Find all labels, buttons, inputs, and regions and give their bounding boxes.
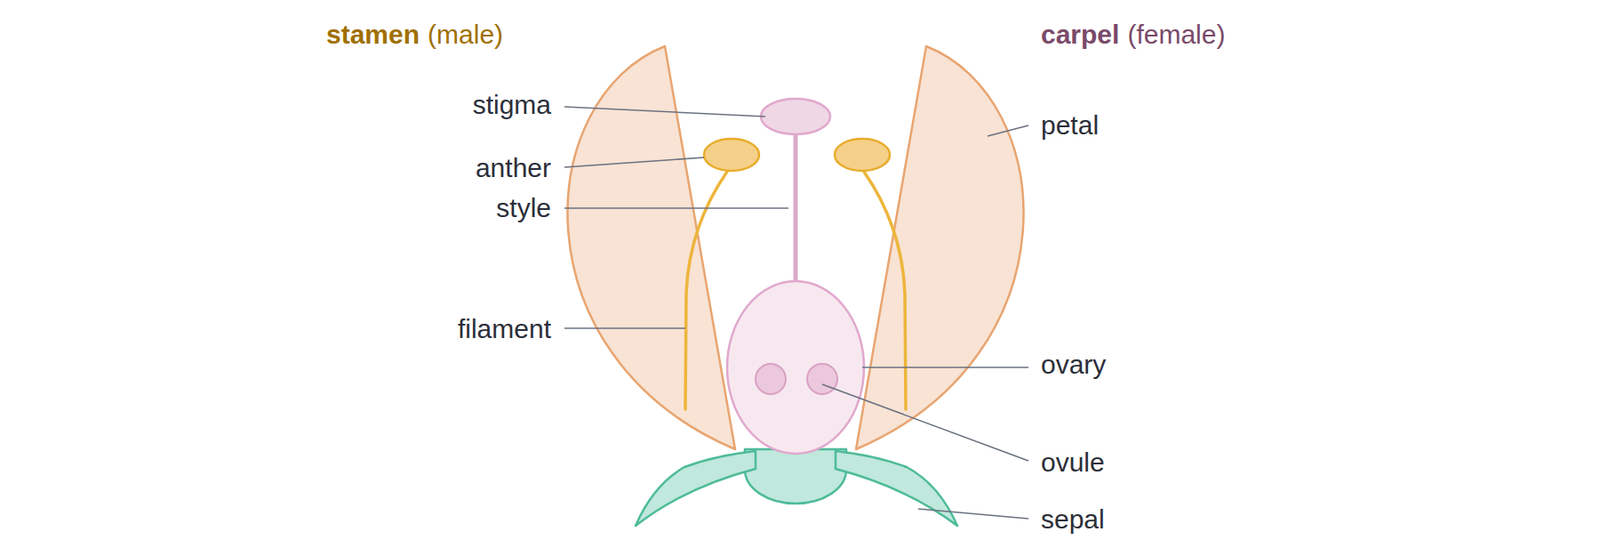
group-heading: stamen [326, 18, 420, 51]
group-subheading: (female) [1127, 18, 1225, 51]
part-label: anther [475, 152, 552, 184]
ovule-shape [755, 363, 786, 394]
part-label: sepal [1040, 503, 1105, 536]
sepal-left [635, 450, 756, 526]
petal-right [856, 46, 1024, 449]
part-label: petal [1040, 109, 1099, 142]
part-label: style [496, 192, 552, 224]
filament-left [685, 171, 728, 409]
part-label: ovule [1040, 446, 1105, 479]
leader-line [564, 207, 789, 209]
part-label: stigma [472, 88, 552, 121]
carpel [727, 98, 864, 454]
anther-left [704, 138, 760, 171]
petal-left [568, 46, 736, 449]
group-heading: carpel [1040, 18, 1120, 51]
ovary-shape [727, 280, 864, 454]
leader-line [918, 508, 1029, 519]
anther-right [834, 138, 890, 171]
leader-line [564, 157, 704, 168]
stigma-shape [760, 98, 831, 135]
leader-lines [564, 106, 1029, 519]
ovule-shape [807, 363, 838, 394]
leader-line [987, 125, 1029, 136]
style-stalk [793, 133, 799, 285]
leader-line [564, 106, 766, 117]
leader-line [564, 327, 686, 329]
leader-line [822, 384, 1029, 461]
sepals [635, 448, 958, 526]
part-label: ovary [1040, 348, 1106, 381]
filament-right [864, 171, 906, 409]
sepal-right [835, 450, 958, 526]
part-label: filament [457, 312, 552, 345]
group-subheading: (male) [427, 18, 504, 51]
leader-line [862, 366, 1029, 368]
receptacle [744, 448, 847, 504]
